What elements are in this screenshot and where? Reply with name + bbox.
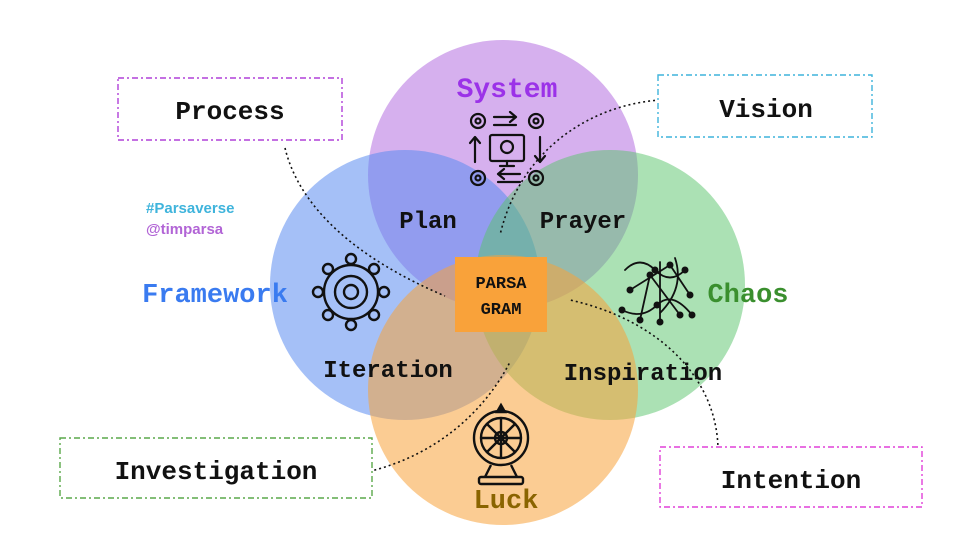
overlap-plan: Plan — [399, 209, 457, 236]
center-box — [455, 257, 547, 332]
user-handle-label: @timparsa — [146, 221, 224, 238]
box-vision-frame — [657, 74, 873, 138]
fortune-wheel-icon — [472, 402, 530, 486]
gear-network-icon — [311, 252, 391, 332]
connector-vision — [499, 99, 661, 236]
center-label-line2: GRAM — [481, 301, 522, 320]
overlap-iteration: Iteration — [323, 358, 453, 385]
circle-luck — [368, 255, 638, 525]
box-investigation-frame — [59, 437, 373, 499]
chaotic-arrows-icon — [618, 257, 696, 326]
connector-lines — [284, 99, 719, 479]
title-system: System — [457, 75, 558, 106]
box-process-label: Process — [175, 97, 284, 127]
title-chaos: Chaos — [707, 281, 788, 311]
connector-process — [284, 147, 446, 297]
overlap-prayer: Prayer — [540, 209, 626, 236]
title-framework: Framework — [142, 281, 288, 311]
process-cycle-icon — [468, 110, 547, 187]
hashtag-label: #Parsaverse — [146, 200, 234, 217]
box-process-inner — [133, 87, 327, 133]
box-vision-label: Vision — [719, 95, 813, 125]
connector-investigation — [329, 361, 511, 479]
box-intention-label: Intention — [721, 466, 861, 496]
box-investigation-label: Investigation — [115, 457, 318, 487]
box-intention-frame — [659, 446, 923, 508]
overlap-inspiration: Inspiration — [564, 361, 722, 388]
title-luck: Luck — [474, 487, 539, 517]
center-label-line1: PARSA — [475, 275, 527, 294]
